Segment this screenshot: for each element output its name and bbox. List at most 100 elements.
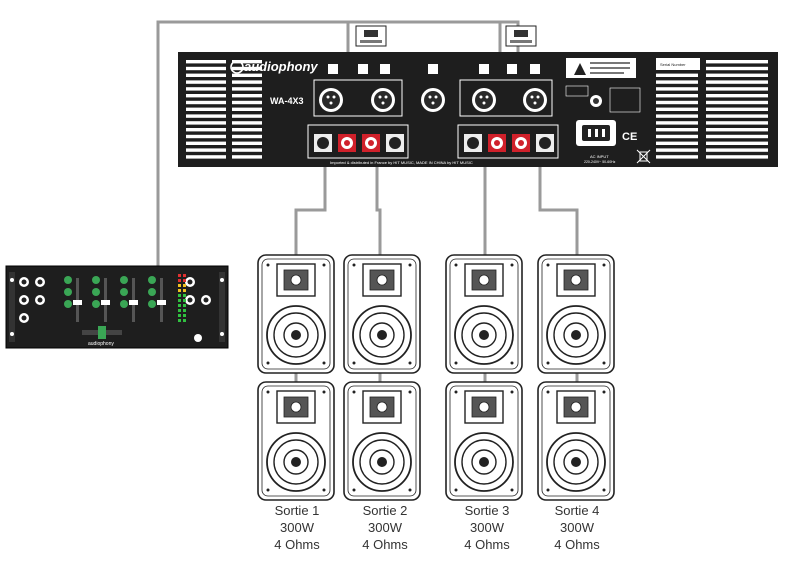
output-name: Sortie 3 bbox=[464, 503, 510, 518]
weee-icon bbox=[636, 149, 651, 164]
terminal-box-left bbox=[307, 124, 409, 159]
vent-slot bbox=[186, 66, 226, 71]
serial-number-label: Serial Number bbox=[660, 62, 686, 67]
channel-knob bbox=[64, 288, 72, 296]
panel-footer-text: Imported & distributed in France by HIT … bbox=[330, 160, 473, 165]
output-label-1: Sortie 1 300W 4 Ohms bbox=[252, 502, 342, 553]
cables bbox=[156, 20, 579, 382]
vu-led bbox=[183, 279, 186, 282]
terminal-pair-3 bbox=[464, 134, 506, 152]
vent-slot bbox=[706, 107, 768, 111]
serial-number-box bbox=[656, 58, 700, 70]
vent-slot bbox=[656, 107, 698, 111]
terminal-pair-1 bbox=[314, 134, 356, 152]
vu-led bbox=[178, 299, 181, 302]
fader-cap bbox=[73, 300, 82, 305]
mixer-channel-faders bbox=[64, 276, 166, 322]
vent-slot bbox=[232, 155, 262, 159]
vent-slot bbox=[706, 128, 768, 132]
vu-led bbox=[178, 314, 181, 317]
channel-knob bbox=[92, 288, 100, 296]
vent-slot bbox=[186, 155, 226, 159]
output-power: 300W bbox=[368, 520, 402, 535]
channel-knob bbox=[92, 300, 100, 308]
vu-led bbox=[183, 289, 186, 292]
vu-led bbox=[183, 304, 186, 307]
vent-slot bbox=[186, 87, 226, 91]
output-impedance: 4 Ohms bbox=[362, 537, 408, 552]
ac-input-label: AC INPUT bbox=[590, 154, 609, 159]
vent-slot bbox=[186, 128, 226, 132]
vu-led bbox=[178, 289, 181, 292]
vent-slot bbox=[232, 60, 262, 64]
vu-led bbox=[178, 309, 181, 312]
vent-grille-right bbox=[656, 60, 768, 159]
output-cable-1 bbox=[294, 160, 327, 255]
channel-knob bbox=[120, 288, 128, 296]
vu-led bbox=[178, 284, 181, 287]
speaker-4-top bbox=[537, 254, 615, 374]
speaker-3-bottom bbox=[445, 381, 523, 501]
speaker-3-top bbox=[445, 254, 523, 374]
speaker-array bbox=[257, 254, 615, 501]
vent-slot bbox=[706, 100, 768, 105]
vu-led bbox=[178, 274, 181, 277]
vent-slot bbox=[656, 73, 698, 77]
input-box-left bbox=[313, 79, 403, 117]
vu-led bbox=[178, 319, 181, 322]
terminal-pair-2 bbox=[362, 134, 404, 152]
vent-slot bbox=[232, 80, 262, 84]
brand-logo: audiophony bbox=[244, 59, 318, 74]
vent-slot bbox=[706, 134, 768, 139]
vent-grille-left bbox=[186, 60, 262, 159]
output-name: Sortie 1 bbox=[274, 503, 320, 518]
vent-slot bbox=[186, 73, 226, 77]
channel-knob bbox=[148, 288, 156, 296]
vent-slot bbox=[186, 60, 226, 64]
xlr-input-2 bbox=[371, 88, 395, 112]
amplifier-rear-panel: audiophony WA-4X3 bbox=[178, 52, 778, 167]
channel-knob bbox=[148, 276, 156, 284]
output-cable-2 bbox=[375, 160, 382, 255]
vent-slot bbox=[706, 94, 768, 98]
channel-knob bbox=[64, 300, 72, 308]
vent-slot bbox=[232, 94, 262, 98]
terminal-box-right bbox=[457, 124, 559, 159]
vent-slot bbox=[656, 121, 698, 125]
vu-meter bbox=[178, 274, 186, 322]
vent-slot bbox=[656, 148, 698, 152]
vent-slot bbox=[186, 148, 226, 152]
channel-knob bbox=[64, 276, 72, 284]
vent-slot bbox=[656, 155, 698, 159]
vent-slot bbox=[706, 114, 768, 118]
vent-slot bbox=[706, 155, 768, 159]
output-power: 300W bbox=[280, 520, 314, 535]
channel-knob bbox=[120, 276, 128, 284]
voltage-label: 220-240V~ 50-60Hz bbox=[584, 160, 616, 164]
vent-slot bbox=[706, 60, 768, 64]
vent-slot bbox=[656, 100, 698, 105]
vent-slot bbox=[232, 114, 262, 118]
vu-led bbox=[183, 284, 186, 287]
vu-led bbox=[183, 299, 186, 302]
vu-led bbox=[183, 309, 186, 312]
input-tag-right bbox=[505, 25, 537, 47]
speaker-1-top bbox=[257, 254, 335, 374]
input-tag-left bbox=[355, 25, 387, 47]
vent-slot bbox=[706, 73, 768, 77]
vent-slot bbox=[706, 141, 768, 145]
xlr-input-1 bbox=[319, 88, 343, 112]
output-impedance: 4 Ohms bbox=[274, 537, 320, 552]
xlr-input-3 bbox=[472, 88, 496, 112]
output-impedance: 4 Ohms bbox=[554, 537, 600, 552]
rack-ear-right bbox=[219, 272, 225, 342]
ce-mark: CE bbox=[622, 131, 637, 143]
vent-slot bbox=[706, 121, 768, 125]
vent-slot bbox=[186, 134, 226, 139]
input-cable-c bbox=[500, 20, 520, 60]
fader-cap bbox=[129, 300, 138, 305]
channel-knob bbox=[148, 300, 156, 308]
vent-slot bbox=[186, 80, 226, 84]
vent-slot bbox=[232, 134, 262, 139]
